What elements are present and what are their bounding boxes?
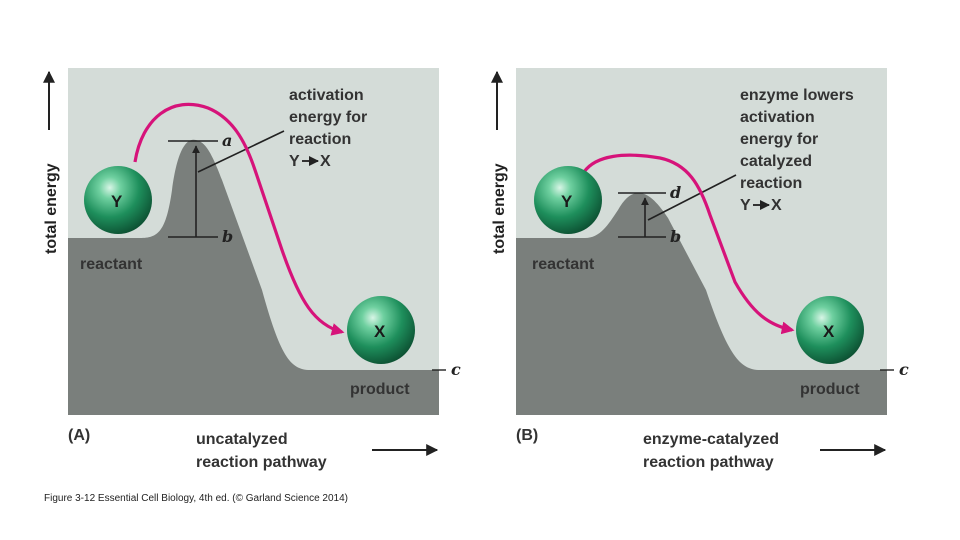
panel-a-product-label: product bbox=[350, 381, 410, 398]
panel-b-product-label: product bbox=[800, 381, 860, 398]
panel-b-y-axis-label: total energy bbox=[491, 163, 508, 254]
panel-b-annotation-line-1: enzyme lowers bbox=[740, 87, 854, 104]
panel-b-annotation-line-4: catalyzed bbox=[740, 153, 812, 170]
panel-b-reactant-label: reactant bbox=[532, 256, 595, 273]
panel-a-molecule-y-label: Y bbox=[111, 192, 123, 211]
panel-a-annotation-line-1: activation bbox=[289, 87, 364, 104]
panel-a-y-axis-label: total energy bbox=[43, 163, 60, 254]
panel-b-molecule-y-label: Y bbox=[561, 192, 573, 211]
panel-b-level-c: c bbox=[899, 360, 909, 379]
panel-a-level-b: b bbox=[222, 227, 233, 246]
panel-b-annotation-to: X bbox=[771, 197, 782, 214]
panel-a-molecule-x-label: X bbox=[374, 322, 386, 341]
panel-b-annotation-from: Y bbox=[740, 197, 751, 214]
panel-a-x-axis-line-1: uncatalyzed bbox=[196, 431, 288, 448]
panel-a-reactant-label: reactant bbox=[80, 256, 143, 273]
panel-b-molecule-x-label: X bbox=[823, 322, 835, 341]
panel-b-annotation-line-2: activation bbox=[740, 109, 815, 126]
panel-a-annotation-line-3: reaction bbox=[289, 131, 351, 148]
panel-b-x-axis-line-2: reaction pathway bbox=[643, 454, 774, 471]
panel-b-annotation-line-3: energy for bbox=[740, 131, 818, 148]
panel-b-tag: (B) bbox=[516, 427, 538, 444]
panel-a-annotation-to: X bbox=[320, 153, 331, 170]
panel-a-x-axis-line-2: reaction pathway bbox=[196, 454, 327, 471]
panel-a: a b c Y X reactant product activation en… bbox=[43, 68, 461, 471]
panel-a-annotation-from: Y bbox=[289, 153, 300, 170]
panel-b-level-b: b bbox=[670, 227, 681, 246]
figure-caption: Figure 3-12 Essential Cell Biology, 4th … bbox=[44, 493, 348, 504]
panel-a-annotation-line-2: energy for bbox=[289, 109, 367, 126]
panel-b: d b c Y X reactant product enzyme lowers… bbox=[491, 68, 909, 471]
panel-b-x-axis-line-1: enzyme-catalyzed bbox=[643, 431, 779, 448]
panel-b-level-d: d bbox=[670, 183, 681, 202]
panel-a-level-a: a bbox=[222, 131, 232, 150]
panel-a-tag: (A) bbox=[68, 427, 90, 444]
panel-b-annotation-line-5: reaction bbox=[740, 175, 802, 192]
panel-a-level-c: c bbox=[451, 360, 461, 379]
